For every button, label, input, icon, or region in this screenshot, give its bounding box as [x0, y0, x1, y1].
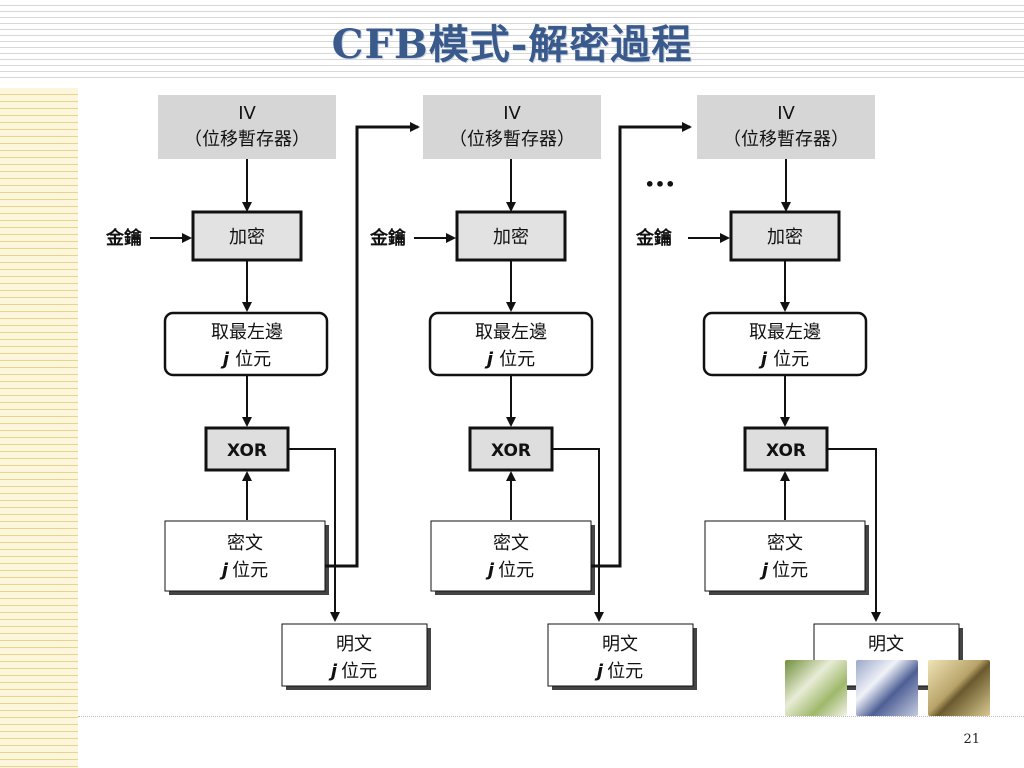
xor-label: XOR: [227, 441, 267, 461]
slide-title: CFB模式-解密過程: [331, 21, 693, 68]
plaintext-label: 明文: [602, 634, 638, 655]
ciphertext-label: 密文: [227, 533, 263, 554]
shift-register-label: （位移暫存器）: [449, 129, 575, 150]
iv-label: IV: [503, 103, 521, 124]
decorative-thumbnail-blue-image: [856, 660, 918, 716]
key-label: 金鑰: [369, 227, 406, 249]
encrypt-label: 加密: [767, 227, 803, 248]
ellipsis: •••: [645, 175, 676, 194]
key-label: 金鑰: [635, 227, 672, 249]
xor-output-line: [827, 448, 881, 622]
xor-box: [204, 426, 290, 472]
encrypt-box: [729, 210, 841, 262]
xor-label: XOR: [491, 441, 531, 461]
select-leftmost-label: 取最左邊: [749, 322, 821, 343]
ciphertext-box: [164, 520, 326, 592]
plaintext-box: [547, 623, 694, 687]
ciphertext-box: [704, 520, 866, 592]
select-leftmost-label: 取最左邊: [475, 322, 547, 343]
xor-output-line: [552, 448, 604, 622]
xor-label: XOR: [766, 441, 806, 461]
plaintext-label: 明文: [336, 634, 372, 655]
decorative-thumbnail-pens-image: [785, 660, 847, 716]
shift-register-label: （位移暫存器）: [723, 129, 849, 150]
ciphertext-to-next-iv-line: [591, 122, 692, 568]
encrypt-label: 加密: [229, 227, 265, 248]
iv-register-box: [697, 95, 875, 159]
plaintext-box: [281, 623, 428, 687]
encrypt-label: 加密: [493, 227, 529, 248]
key-label: 金鑰: [105, 227, 142, 249]
iv-label: IV: [777, 103, 795, 124]
xor-output-line: [288, 448, 340, 622]
select-leftmost-label: 取最左邊: [211, 322, 283, 343]
left-stripe-band: [0, 88, 78, 768]
encrypt-box: [455, 210, 567, 262]
plaintext-label: 明文: [868, 634, 904, 655]
ciphertext-to-next-iv-line: [325, 122, 420, 568]
iv-label: IV: [238, 103, 256, 124]
top-stripe-band: [0, 0, 1024, 78]
ciphertext-box: [430, 520, 592, 592]
xor-box: [743, 426, 829, 472]
shift-register-label: （位移暫存器）: [184, 129, 310, 150]
iv-register-box: [423, 95, 601, 159]
page-number: 21: [963, 732, 980, 747]
footer-separator: [78, 716, 1024, 717]
iv-register-box: [158, 95, 336, 159]
ciphertext-label: 密文: [493, 533, 529, 554]
ciphertext-label: 密文: [767, 533, 803, 554]
decorative-thumbnail-quill-image: [928, 660, 990, 716]
